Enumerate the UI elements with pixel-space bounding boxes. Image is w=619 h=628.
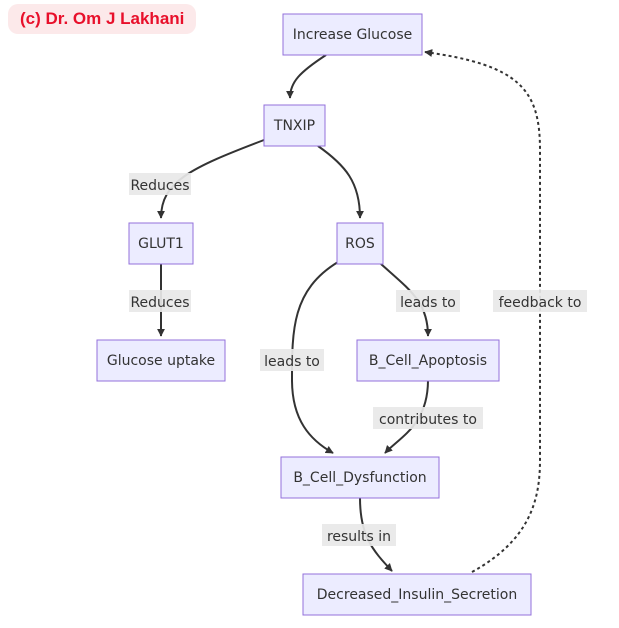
edge-label-bg (129, 290, 191, 312)
node-label: ROS (345, 236, 375, 252)
edge-label-bg (493, 290, 587, 312)
node-label: TNXIP (273, 118, 315, 134)
edge-label-bg (260, 349, 324, 371)
edge-label-leads-to: leads to (264, 354, 320, 370)
node-label: B_Cell_Apoptosis (369, 353, 487, 369)
node-glucose-uptake: Glucose uptake (96, 339, 226, 382)
edge-ros-to-b-cell-apoptosis: leads to (380, 263, 460, 337)
edge-label-bg (396, 290, 460, 312)
node-label: Decreased_Insulin_Secretion (317, 587, 517, 603)
edge-label-contributes-to: contributes to (379, 412, 477, 428)
edge-decreased-insulin-secretion-to-increase-glucose: feedback to (424, 49, 587, 573)
edge-tnxip-to-glut1: Reduces (129, 139, 265, 219)
node-b-cell-dysfunction: B_Cell_Dysfunction (280, 456, 440, 499)
edge-label-bg (322, 524, 396, 546)
edge-b-cell-apoptosis-to-b-cell-dysfunction: contributes to (373, 379, 483, 454)
node-label: B_Cell_Dysfunction (293, 470, 426, 486)
edge-label-results-in: results in (327, 529, 391, 545)
edge-label-reduces: Reduces (130, 295, 189, 311)
node-b-cell-apoptosis: B_Cell_Apoptosis (356, 339, 500, 382)
edge-label-feedback-to: feedback to (499, 295, 582, 311)
edge-ros-to-b-cell-dysfunction: leads to (260, 261, 339, 454)
node-decreased-insulin-secretion: Decreased_Insulin_Secretion (302, 573, 532, 616)
edge-label-bg (129, 173, 191, 195)
edge-b-cell-dysfunction-to-decreased-insulin-secretion: results in (322, 497, 396, 572)
edge-tnxip-to-ros (317, 145, 364, 219)
edge-label-leads-to: leads to (400, 295, 456, 311)
node-glut1: GLUT1 (128, 222, 194, 265)
node-increase-glucose: Increase Glucose (282, 13, 423, 56)
edge-label-bg (373, 407, 483, 429)
node-label: Increase Glucose (293, 27, 412, 43)
edge-glut1-to-glucose-uptake: Reduces (129, 264, 191, 337)
node-ros: ROS (336, 222, 384, 265)
node-label: Glucose uptake (107, 353, 215, 369)
edge-label-reduces: Reduces (130, 178, 189, 194)
copyright-watermark: (c) Dr. Om J Lakhani (8, 4, 197, 34)
node-label: GLUT1 (138, 236, 184, 252)
node-tnxip: TNXIP (263, 104, 326, 147)
edge-increase-glucose-to-tnxip (286, 54, 327, 99)
